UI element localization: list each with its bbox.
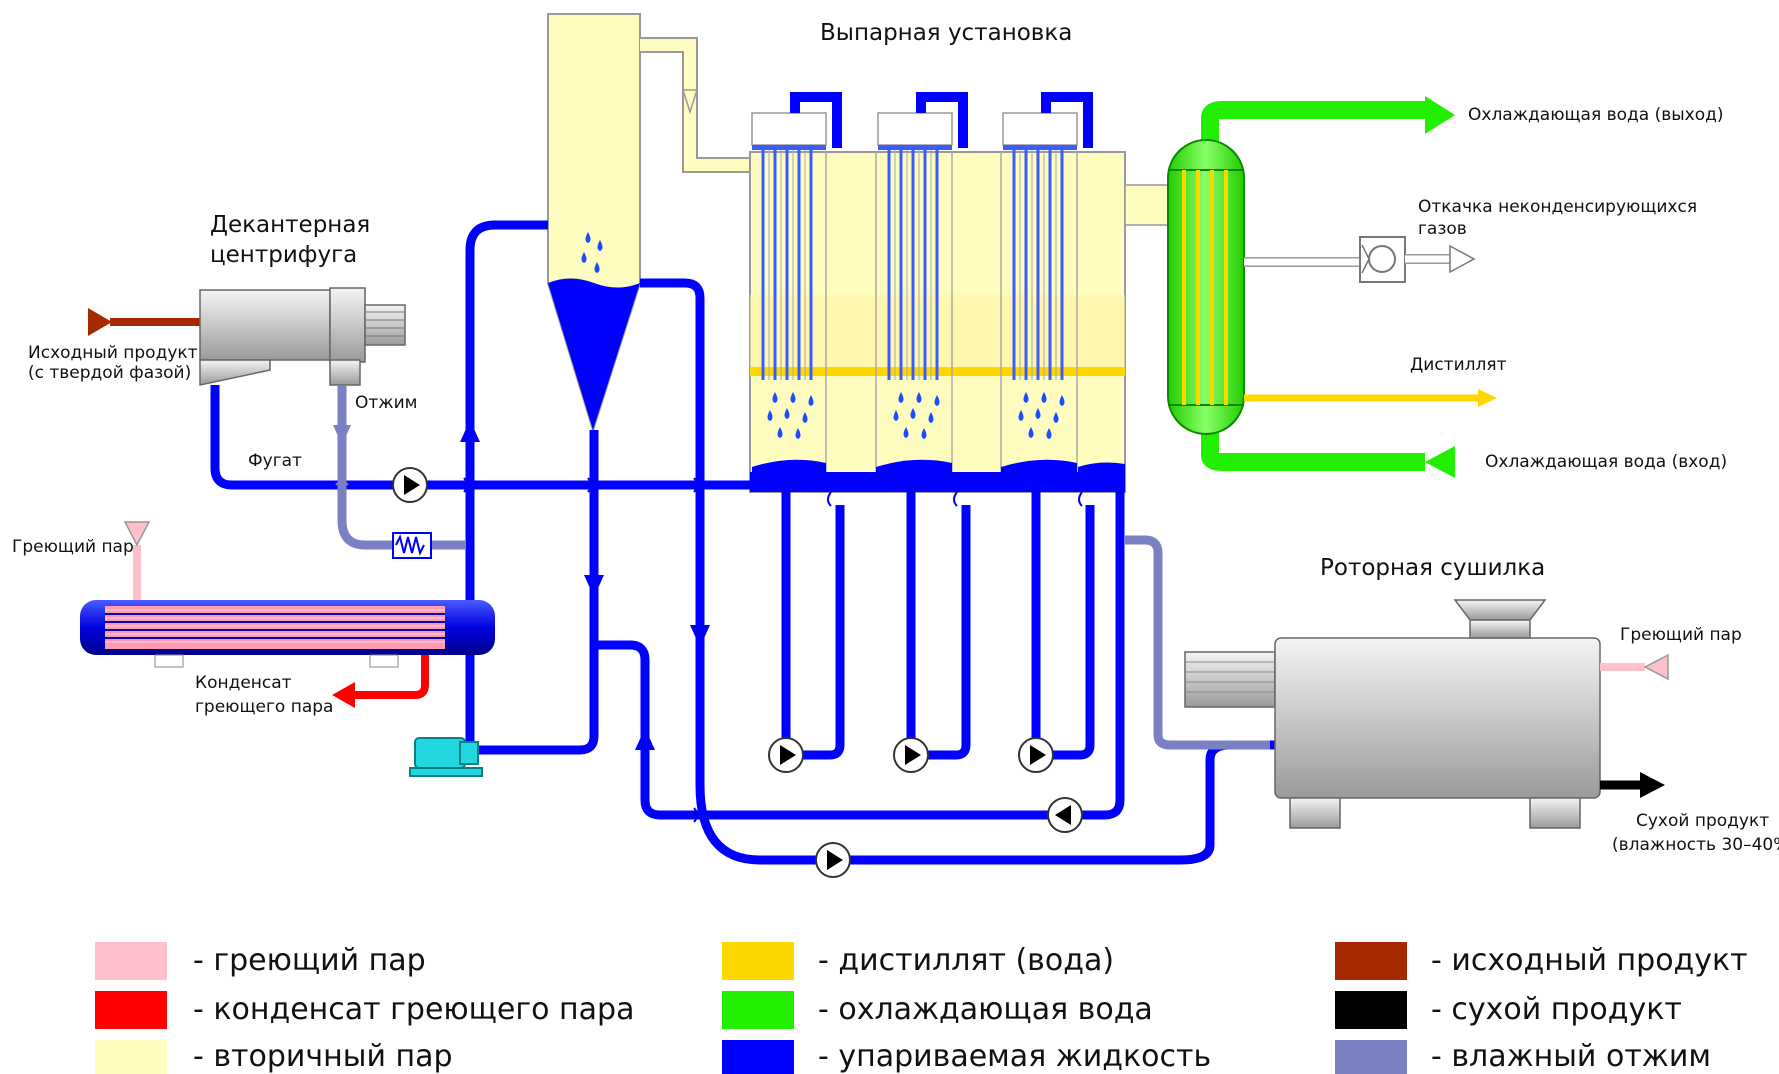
press-pipe (337, 385, 465, 550)
legend-label: - вторичный пар (193, 1039, 453, 1074)
motor-pump-icon (409, 737, 483, 777)
condenser-shell (1167, 139, 1245, 435)
legend-label: - упариваемая жидкость (818, 1039, 1211, 1074)
pump-icon (1047, 797, 1083, 833)
dry-product-label-2: (влажность 30–40%) (1612, 835, 1779, 855)
stream-labels: Исходный продукт (с твердой фазой) Отжим… (12, 105, 1779, 855)
legend-label: - охлаждающая вода (818, 992, 1153, 1027)
legend-label: - греющий пар (193, 943, 426, 978)
legend-swatch (95, 942, 167, 980)
liquid-flow-arrows (460, 420, 710, 750)
legend-label: - сухой продукт (1431, 992, 1682, 1027)
distillate-arrow (1478, 389, 1497, 407)
press-label: Отжим (355, 393, 417, 413)
legend-label: - влажный отжим (1431, 1039, 1711, 1074)
cooling-in-label: Охлаждающая вода (вход) (1485, 452, 1727, 472)
steam-left-label: Греющий пар (12, 537, 134, 557)
legend-label: - исходный продукт (1431, 943, 1748, 978)
steam-arrow-left (123, 521, 151, 547)
feed-arrow (88, 308, 112, 336)
distillate-label: Дистиллят (1410, 355, 1507, 375)
legend-swatch (1335, 1040, 1407, 1074)
dry-product-arrow (1640, 772, 1665, 798)
legend-swatch (722, 942, 794, 980)
vacuum-pump-icon (1359, 236, 1406, 283)
separator-liquid (548, 278, 640, 430)
evaporator (547, 13, 1171, 493)
cooling-in-pipe (1201, 420, 1425, 471)
vacuum-label: Откачка неконденсирующихся (1418, 197, 1697, 217)
condensate-pipe (355, 655, 429, 699)
legend-swatch (1335, 991, 1407, 1029)
cooling-in-arrow (1425, 446, 1455, 478)
evaporator-title: Выпарная установка (820, 20, 1072, 46)
pump-icon (893, 737, 929, 773)
legend-label: - дистиллят (вода) (818, 943, 1114, 978)
pump-icon (392, 467, 428, 503)
feed-label-2: (с твердой фазой) (28, 363, 191, 383)
pump-icon (1018, 737, 1054, 773)
pumps (392, 467, 1083, 878)
condenser (1167, 96, 1497, 478)
separator-droplets (581, 232, 603, 273)
legend-label: - конденсат греющего пара (193, 992, 634, 1027)
cooling-out-arrow (1425, 96, 1455, 134)
heater-icon (392, 532, 432, 559)
legend-swatch (95, 1040, 167, 1074)
condensate-label-2: греющего пара (195, 697, 333, 717)
dry-product-label: Сухой продукт (1636, 811, 1769, 831)
vacuum-label-2: газов (1418, 219, 1467, 239)
pump-icon (815, 842, 851, 878)
titles: Выпарная установка Декантерная центрифуг… (210, 20, 1545, 581)
cooling-out-label: Охлаждающая вода (выход) (1468, 105, 1724, 125)
press-pipe-dryer (1125, 535, 1270, 750)
condensate-arrow (332, 682, 355, 708)
condensate-label: Конденсат (195, 673, 292, 693)
legend-swatch (722, 991, 794, 1029)
vapor-arrow (681, 89, 699, 115)
steam-right-label: Греющий пар (1620, 625, 1742, 645)
fugate-label: Фугат (248, 451, 302, 471)
decanter-title: Декантерная (210, 212, 370, 238)
decanter-title-2: центрифуга (210, 242, 357, 268)
legend-swatch (95, 991, 167, 1029)
dryer-title: Роторная сушилка (1320, 555, 1545, 581)
pump-icon (768, 737, 804, 773)
rotary-dryer (1125, 535, 1669, 829)
vacuum-arrow (1449, 244, 1476, 274)
steam-arrow-right (1643, 653, 1669, 681)
cooling-out-pipe (1201, 101, 1425, 150)
effect-2 (875, 92, 968, 492)
feed-label: Исходный продукт (28, 343, 198, 363)
legend: - греющий пар - конденсат греющего пара … (95, 942, 1748, 1074)
decanter-centrifuge (88, 287, 465, 559)
steam-heat-exchanger (80, 521, 495, 708)
legend-swatch (1335, 942, 1407, 980)
legend-swatch (722, 1040, 794, 1074)
